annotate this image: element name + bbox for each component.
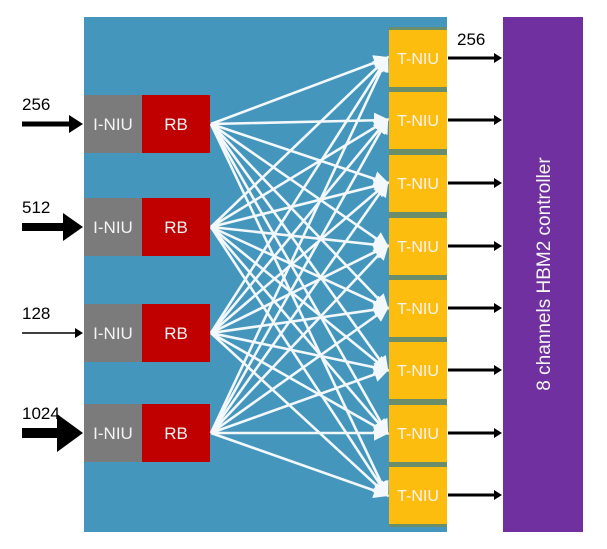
input-bandwidth-label: 1024 — [22, 404, 60, 423]
crossbar-link — [210, 181, 389, 334]
rb-label: RB — [164, 218, 188, 237]
tniu-box[interactable] — [389, 30, 447, 87]
output-arrow — [448, 53, 502, 63]
crossbar-link — [210, 302, 390, 335]
tniu-label: T-NIU — [397, 301, 439, 318]
input-arrow — [22, 414, 83, 452]
output-arrow — [448, 241, 502, 251]
target-row: T-NIU — [389, 92, 447, 149]
iniu-box[interactable] — [84, 304, 142, 362]
crossbar-link — [210, 225, 390, 372]
tniu-box[interactable] — [389, 405, 447, 462]
tniu-label: T-NIU — [397, 426, 439, 443]
input-arrow — [22, 115, 83, 133]
tniu-label: T-NIU — [397, 113, 439, 130]
input-bandwidth-label: 128 — [22, 304, 50, 323]
target-row: T-NIU — [389, 342, 447, 399]
output-arrow — [448, 303, 502, 313]
iniu-box[interactable] — [84, 404, 142, 462]
crossbar-link — [209, 180, 389, 434]
output-arrow — [448, 365, 502, 375]
crossbar-link — [210, 331, 390, 435]
crossbar-link — [210, 55, 390, 126]
tniu-box[interactable] — [389, 218, 447, 275]
rb-label: RB — [164, 115, 188, 134]
target-row: T-NIU — [389, 30, 447, 87]
rb-label: RB — [164, 324, 188, 343]
tniu-label: T-NIU — [397, 51, 439, 68]
output-arrow — [448, 115, 502, 125]
crossbar-link — [210, 367, 390, 435]
crossbar-link — [209, 55, 389, 334]
target-row: T-NIU — [389, 280, 447, 337]
output-arrow — [448, 490, 502, 500]
rb-label: RB — [164, 424, 188, 443]
target-row: T-NIU — [389, 405, 447, 462]
tniu-box[interactable] — [389, 155, 447, 212]
rb-box[interactable] — [142, 95, 210, 153]
target-group: T-NIU T-NIU T-NIU T-NIU T-NIU T-NIU T-NIU T-NIU — [389, 30, 447, 524]
crossbar-link — [209, 117, 389, 334]
iniu-label: I-NIU — [93, 324, 133, 343]
iniu-box[interactable] — [84, 198, 142, 256]
hbm2-controller[interactable] — [503, 17, 583, 532]
crossbar-link — [209, 55, 389, 434]
tniu-box[interactable] — [389, 342, 447, 399]
crossbar-link — [209, 226, 389, 498]
initiator-row: I-NIU RB 512 — [22, 198, 210, 256]
crossbar-links — [209, 55, 390, 499]
crossbar-link — [210, 244, 389, 434]
crossbar-link — [210, 225, 390, 253]
rb-box[interactable] — [142, 198, 210, 256]
crossbar-link — [210, 331, 390, 375]
tniu-label: T-NIU — [397, 176, 439, 193]
initiator-row: I-NIU RB 1024 — [22, 404, 210, 462]
rb-box[interactable] — [142, 404, 210, 462]
tniu-box[interactable] — [389, 280, 447, 337]
initiator-row: I-NIU RB 256 — [22, 95, 210, 153]
crossbar-link — [210, 244, 390, 335]
crossbar-link — [210, 56, 389, 228]
tniu-box[interactable] — [389, 467, 447, 524]
output-arrow — [448, 178, 502, 188]
iniu-box[interactable] — [84, 95, 142, 153]
tniu-box[interactable] — [389, 92, 447, 149]
iniu-label: I-NIU — [93, 424, 133, 443]
crossbar-link — [210, 306, 390, 435]
iniu-label: I-NIU — [93, 218, 133, 237]
target-row: T-NIU — [389, 467, 447, 524]
crossbar-link — [210, 332, 389, 497]
target-row: T-NIU — [389, 155, 447, 212]
iniu-label: I-NIU — [93, 115, 133, 134]
tniu-label: T-NIU — [397, 363, 439, 380]
output-arrow — [448, 428, 502, 438]
crossbar-link — [210, 431, 390, 499]
rb-box[interactable] — [142, 304, 210, 362]
crossbar-link — [209, 117, 389, 434]
input-bandwidth-label: 256 — [22, 95, 50, 114]
initiator-row: I-NIU RB 128 — [22, 304, 210, 362]
target-row: T-NIU — [389, 218, 447, 275]
crossbar-link — [210, 178, 390, 229]
output-bandwidth-label: 256 — [457, 30, 485, 49]
crossbar-link — [210, 226, 389, 435]
crossbar-link — [210, 118, 390, 229]
hbm2-controller-label: 8 channels HBM2 controller — [534, 157, 555, 391]
input-bandwidth-label: 512 — [22, 198, 50, 217]
tniu-label: T-NIU — [397, 239, 439, 256]
input-arrow — [22, 328, 83, 338]
input-arrow — [22, 213, 83, 241]
output-arrows — [448, 53, 502, 500]
crossbar-link — [210, 225, 390, 310]
tniu-label: T-NIU — [397, 488, 439, 505]
